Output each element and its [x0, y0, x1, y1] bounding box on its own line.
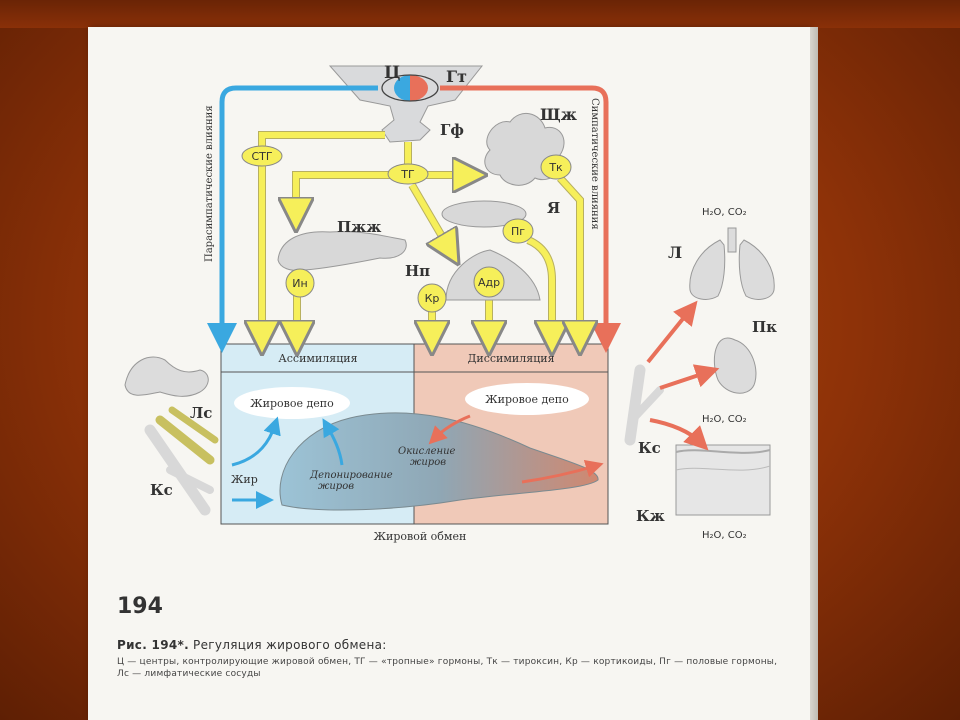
- lung-left-shape: [689, 239, 726, 300]
- adrenal-label: Нп: [405, 262, 430, 280]
- svg-text:СТГ: СТГ: [251, 150, 272, 163]
- skin-label: Кж: [636, 507, 665, 525]
- trachea-shape: [727, 227, 737, 253]
- kidney-shape: [713, 337, 757, 394]
- hypothalamus-label: Гт: [446, 67, 467, 86]
- intestine-villi-shape: [124, 356, 209, 397]
- kidney-label: Пк: [752, 318, 777, 336]
- red-arrow-to-kidney: [659, 364, 720, 390]
- brain-center-shape: [328, 65, 484, 143]
- assimilation-label: Ассимиляция: [278, 352, 357, 365]
- red-arrow-to-lungs: [646, 300, 698, 364]
- slide-background-band: [0, 0, 960, 28]
- lymph-vessel-2: [168, 406, 219, 444]
- fat-depot-cloud-right: [465, 383, 589, 415]
- fat-metabolism-title: Жировой обмен: [374, 530, 467, 543]
- blood-vessel-right-label: Кс: [638, 439, 661, 457]
- svg-text:ТГ: ТГ: [400, 168, 415, 181]
- caption-heading: Регуляция жирового обмена:: [188, 638, 387, 652]
- caption-legend: Ц — центры, контролирующие жировой обмен…: [117, 657, 778, 679]
- hormone-badge-in: Ин: [285, 268, 315, 298]
- deposition-label-1: Депонирование: [309, 470, 393, 481]
- deposition-label-2: жиров: [318, 481, 354, 492]
- parasympathetic-arrow: [207, 85, 378, 353]
- blood-vessel-right-2: [628, 386, 664, 424]
- red-arrow-oxidation: [428, 414, 471, 445]
- products-bottom-label: H₂O, CO₂: [702, 530, 747, 541]
- fat-depot-right-label: Жировое депо: [485, 393, 569, 406]
- blood-vessel-right-1: [624, 364, 646, 446]
- skin-section-shape: [675, 444, 771, 516]
- fat-label: Жир: [231, 473, 258, 486]
- hormone-badge-stg: СТГ: [241, 145, 283, 167]
- pancreas-label: Пжж: [337, 218, 381, 236]
- hormone-badge-pg: Пг: [502, 218, 534, 244]
- lungs-label: Л: [668, 243, 682, 262]
- svg-text:Тк: Тк: [548, 161, 563, 174]
- lymph-vessel-1: [155, 415, 215, 465]
- svg-text:Ин: Ин: [292, 277, 307, 290]
- caption-figure-number: Рис. 194*.: [117, 638, 189, 652]
- products-mid-label: H₂O, CO₂: [702, 414, 747, 425]
- blood-vessel-left-2: [166, 466, 214, 494]
- fat-depot-cloud-left: [234, 387, 350, 419]
- lymph-vessels-label: Лс: [190, 404, 212, 422]
- blue-arrow-deposition: [322, 418, 344, 466]
- sympathetic-arrow: [440, 85, 621, 353]
- svg-text:Адр: Адр: [478, 276, 500, 289]
- lung-right-shape: [738, 239, 775, 300]
- caption-title: Рис. 194*. Регуляция жирового обмена:: [117, 638, 387, 652]
- oxidation-label-1: Окисление: [398, 446, 456, 457]
- red-arrow-to-skin: [649, 418, 709, 451]
- fat-depot-left-label: Жировое депо: [250, 397, 334, 410]
- page-number: 194: [117, 594, 163, 619]
- hormone-badge-kr: Кр: [417, 283, 447, 313]
- hypothalamus-semicircle-red: [410, 75, 428, 101]
- hormone-badge-adr: Адр: [473, 266, 505, 298]
- center-label: Ц: [384, 63, 400, 83]
- parasympathetic-label: Парасимпатические влияния: [204, 105, 215, 262]
- page-edge: [810, 27, 818, 720]
- svg-text:Пг: Пг: [511, 225, 525, 238]
- red-arrow-out: [521, 459, 604, 484]
- hormone-badge-tg: ТГ: [387, 163, 429, 185]
- sympathetic-label: Симпатические влияния: [589, 98, 600, 230]
- hormone-arrows: [262, 131, 580, 338]
- blood-vessel-left-label: Кс: [150, 481, 173, 499]
- pituitary-label: Гф: [440, 121, 464, 139]
- svg-text:Кр: Кр: [425, 292, 440, 305]
- ovary-shape: [441, 200, 527, 228]
- hormone-badge-tk: Тк: [540, 154, 572, 180]
- oxidation-label-2: жиров: [410, 457, 446, 468]
- center-semicircle-blue: [394, 75, 410, 101]
- products-top-label: H₂O, CO₂: [702, 207, 747, 218]
- blue-arrow-fat-up: [231, 416, 281, 467]
- ovary-label: Я: [547, 199, 560, 217]
- thyroid-label: Щж: [540, 105, 577, 124]
- pancreas-shape: [277, 231, 407, 271]
- dissimilation-label: Диссимиляция: [467, 352, 554, 365]
